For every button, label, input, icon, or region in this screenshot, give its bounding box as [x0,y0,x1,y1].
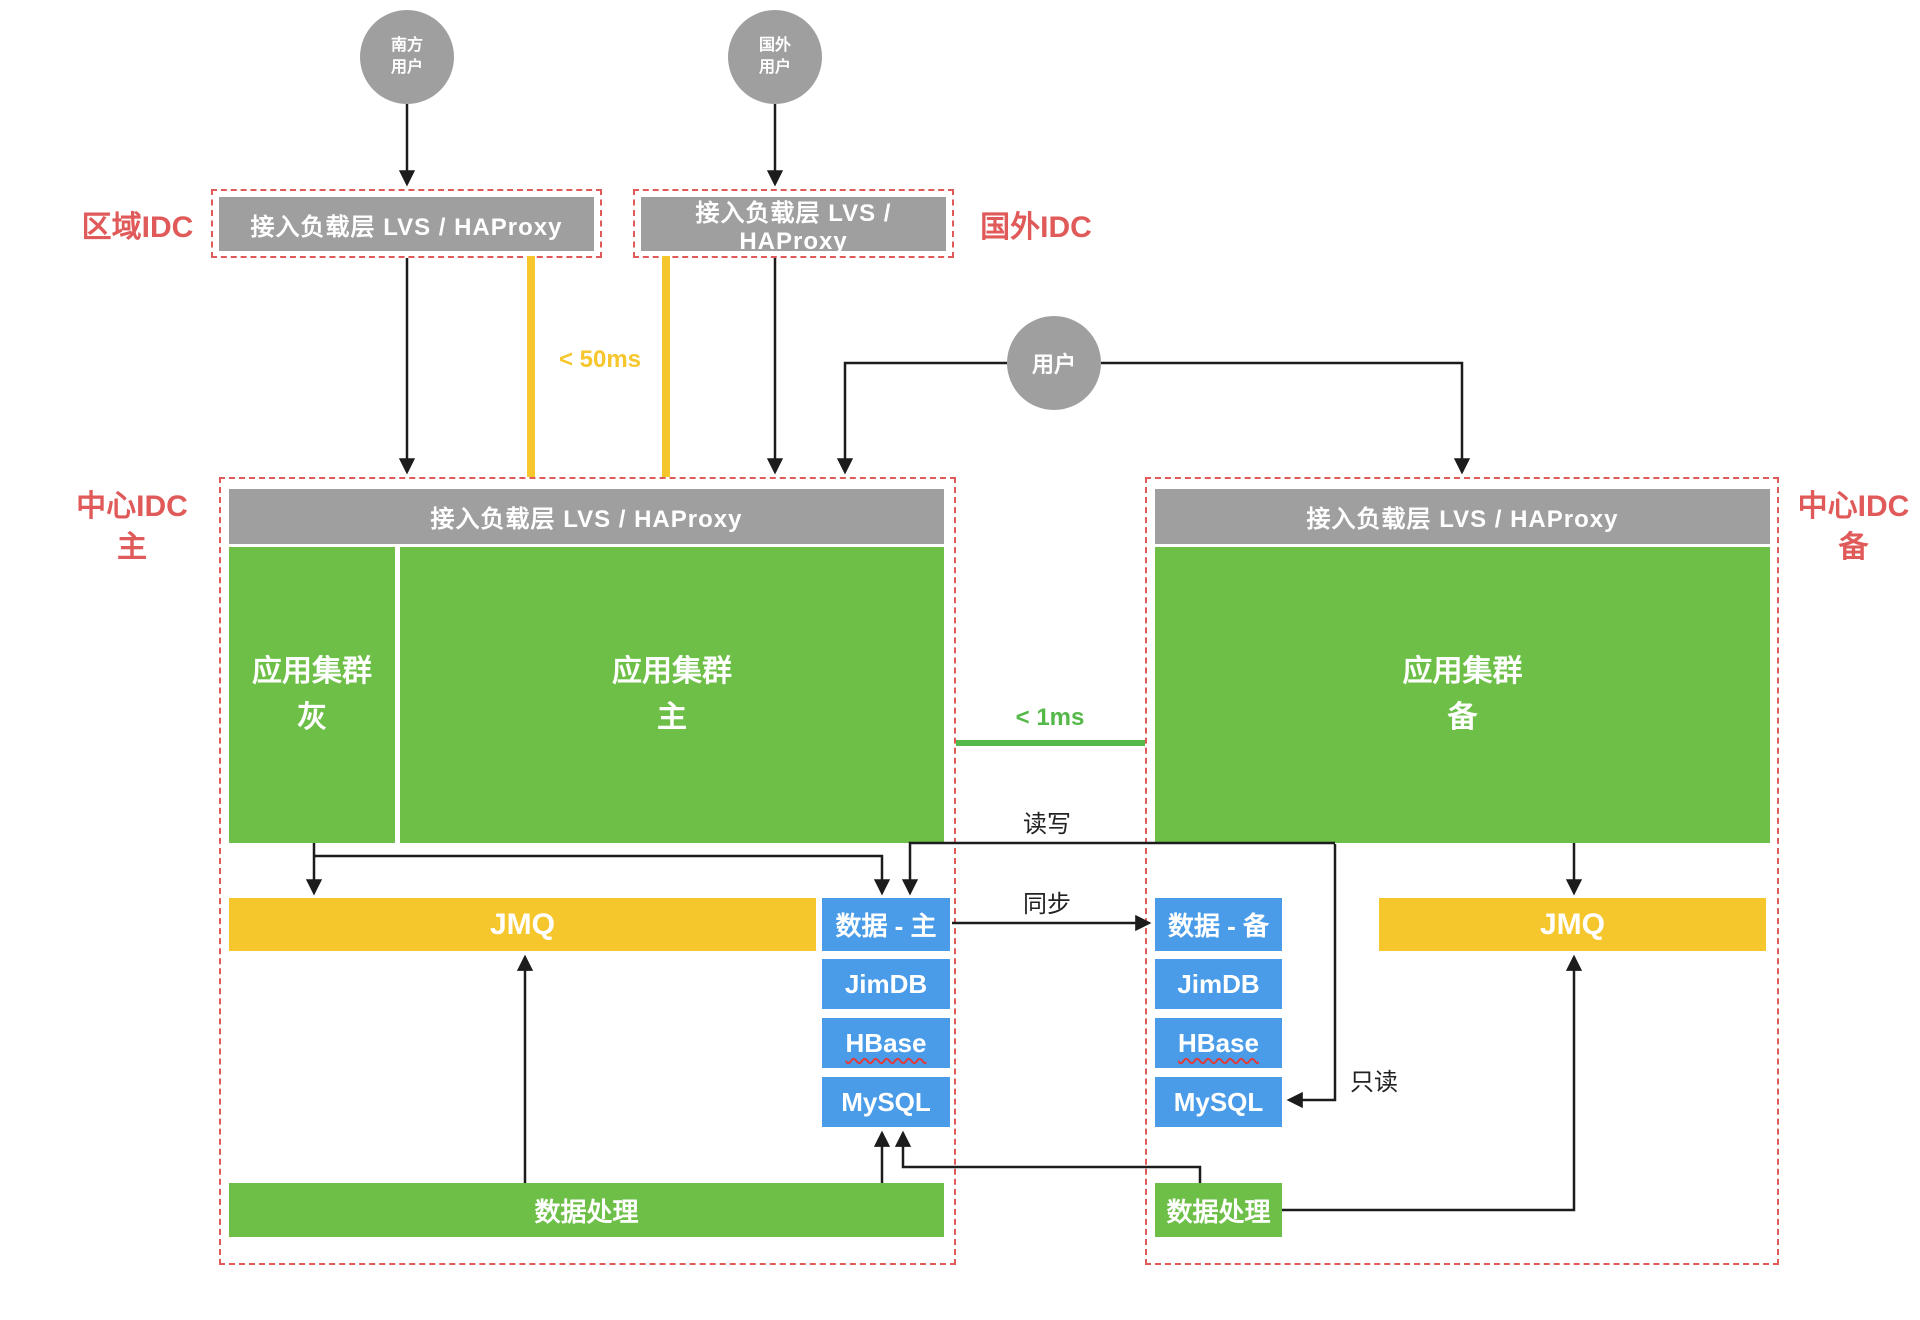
data-backup-title: 数据 - 备 [1155,898,1282,951]
app-cluster-gray-line2: 灰 [297,701,327,734]
central-backup-label-line1: 中心IDC [1797,490,1910,523]
arrow-user-to-primary-lvs [836,361,1007,475]
foreign-idc-label-text: 国外IDC [980,211,1092,244]
latency-1ms-label: < 1ms [1015,704,1085,731]
app-cluster-primary: 应用集群 主 [400,547,944,843]
data-processing-primary: 数据处理 [229,1183,944,1237]
south-user-node: 南方 用户 [360,10,454,104]
app-cluster-backup: 应用集群 备 [1155,547,1770,843]
user-node: 用户 [1007,316,1101,410]
latency-50ms-label: < 50ms [558,346,642,373]
app-cluster-gray-line1: 应用集群 [252,654,372,688]
regional-idc-zone [211,189,602,258]
central-backup-label: 中心IDC 备 [1791,487,1916,568]
app-cluster-primary-line2: 主 [657,701,687,734]
sync-label: 同步 [1023,891,1071,918]
foreign-lvs-bar: 接入负载层 LVS / HAProxy [641,197,946,255]
app-cluster-backup-line2: 备 [1447,701,1478,734]
app-cluster-backup-line1: 应用集群 [1402,654,1523,688]
data-backup-hbase: HBase [1155,1018,1282,1068]
foreign-user-node: 国外 用户 [728,10,822,104]
regional-idc-label-text: 区域IDC [81,211,194,244]
app-cluster-gray: 应用集群 灰 [229,547,395,843]
data-backup-mysql: MySQL [1155,1077,1282,1127]
foreign-idc-zone [633,189,954,258]
foreign-user-line2: 用户 [758,59,791,76]
jmq-primary: JMQ [229,898,816,951]
data-primary-mysql: MySQL [822,1077,950,1127]
central-backup-label-line2: 备 [1838,530,1869,564]
south-user-label: 南方 用户 [391,35,423,78]
central-primary-label-line1: 中心IDC [76,490,188,523]
foreign-user-label: 国外 用户 [759,35,791,78]
app-cluster-primary-line1: 应用集群 [612,654,732,688]
data-primary-hbase-label: HBase [845,1027,927,1058]
data-processing-backup: 数据处理 [1155,1183,1282,1237]
foreign-user-line1: 国外 [758,37,791,55]
regional-idc-label: 区域IDC [70,208,205,249]
central-primary-label-line2: 主 [117,530,147,564]
user-label: 用户 [1031,352,1076,377]
foreign-idc-label: 国外IDC [966,208,1106,249]
data-backup-hbase-label: HBase [1178,1027,1259,1058]
read-only-label: 只读 [1350,1069,1398,1096]
south-user-line1: 南方 [390,37,423,55]
arrow-user-to-backup-lvs [1101,361,1471,475]
jmq-backup: JMQ [1379,898,1766,951]
central-primary-label: 中心IDC 主 [62,487,202,568]
primary-lvs-bar: 接入负载层 LVS / HAProxy [229,489,944,544]
regional-lvs-bar: 接入负载层 LVS / HAProxy [219,197,594,251]
south-user-line2: 用户 [390,59,423,76]
data-backup-jimdb: JimDB [1155,959,1282,1009]
data-primary-title: 数据 - 主 [822,898,950,951]
backup-lvs-bar: 接入负载层 LVS / HAProxy [1155,489,1770,544]
data-primary-hbase: HBase [822,1018,950,1068]
read-write-label: 读写 [1023,811,1071,838]
data-primary-jimdb: JimDB [822,959,950,1009]
